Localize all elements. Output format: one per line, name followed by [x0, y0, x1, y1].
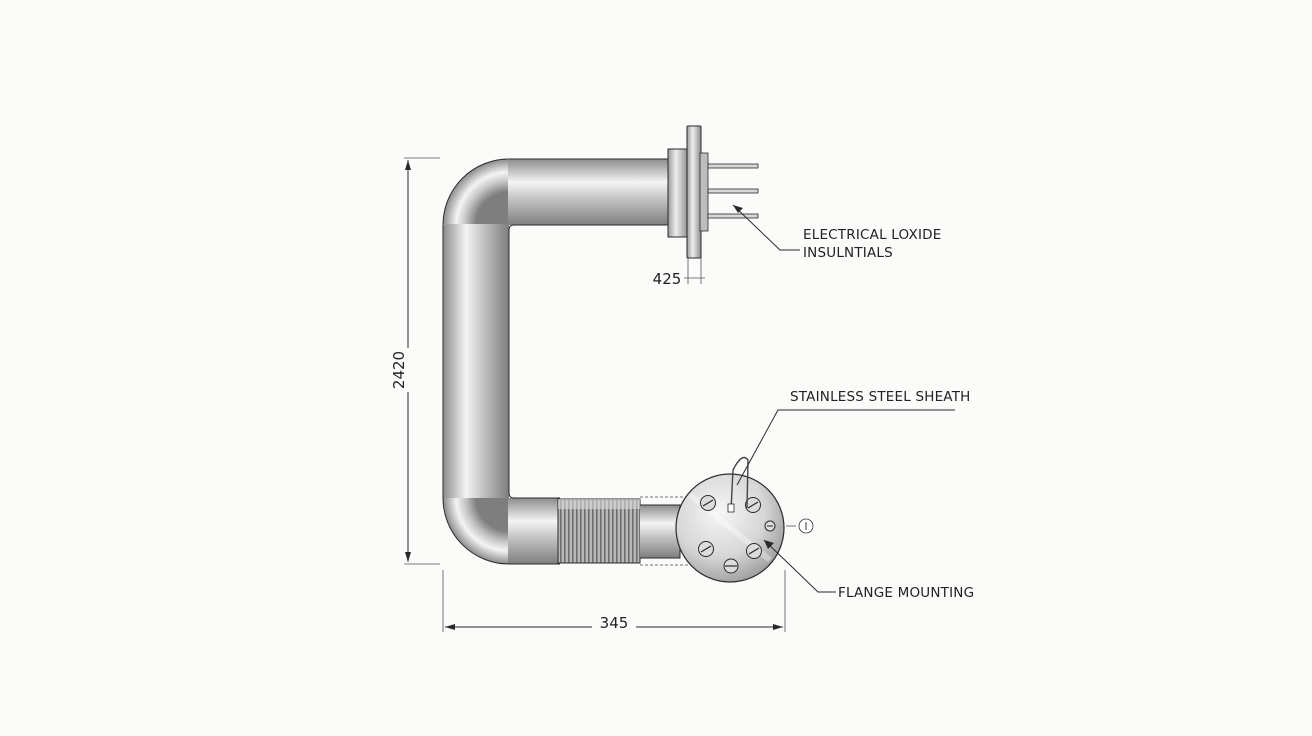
- flange-disk: [675, 456, 814, 583]
- callout-sheath: STAINLESS STEEL SHEATH: [736, 389, 971, 486]
- flange-screw-icon: [745, 497, 761, 513]
- dimension-height: 2420: [388, 157, 440, 565]
- label-electrical-line1: ELECTRICAL LOXIDE: [803, 227, 941, 243]
- tube-bottom-arm: [508, 498, 560, 564]
- label-flange: FLANGE MOUNTING: [838, 585, 974, 601]
- label-sheath: STAINLESS STEEL SHEATH: [790, 389, 971, 405]
- dimension-width-value: 345: [600, 614, 629, 632]
- dimension-height-value: 2420: [390, 351, 408, 389]
- tube-top-bend: [443, 159, 509, 225]
- threaded-fitting: [557, 496, 690, 566]
- terminal-pin-icon: [707, 188, 759, 194]
- callout-flange: FLANGE MOUNTING: [763, 539, 974, 601]
- wire-loop: [730, 456, 749, 511]
- dimension-width: 345: [442, 570, 786, 634]
- dimension-terminal: 425: [653, 258, 705, 288]
- flange-screw-icon: [700, 495, 716, 511]
- tube-left-leg: [443, 224, 509, 499]
- terminal-pin-icon: [707, 213, 759, 219]
- dimension-terminal-value: 425: [653, 270, 682, 288]
- flange-screw-icon: [698, 541, 714, 557]
- heater-tube: [442, 158, 670, 565]
- callout-electrical: ELECTRICAL LOXIDE INSULNTIALS: [732, 204, 941, 261]
- label-electrical-line2: INSULNTIALS: [803, 245, 893, 261]
- flange-screw-icon: [723, 558, 739, 574]
- tube-top-arm: [508, 159, 670, 225]
- terminal-flange: [667, 125, 759, 259]
- flange-screw-icon: [746, 543, 762, 559]
- center-mark-icon: [798, 518, 814, 534]
- terminal-pin-icon: [707, 163, 759, 169]
- tube-bottom-bend: [443, 498, 509, 564]
